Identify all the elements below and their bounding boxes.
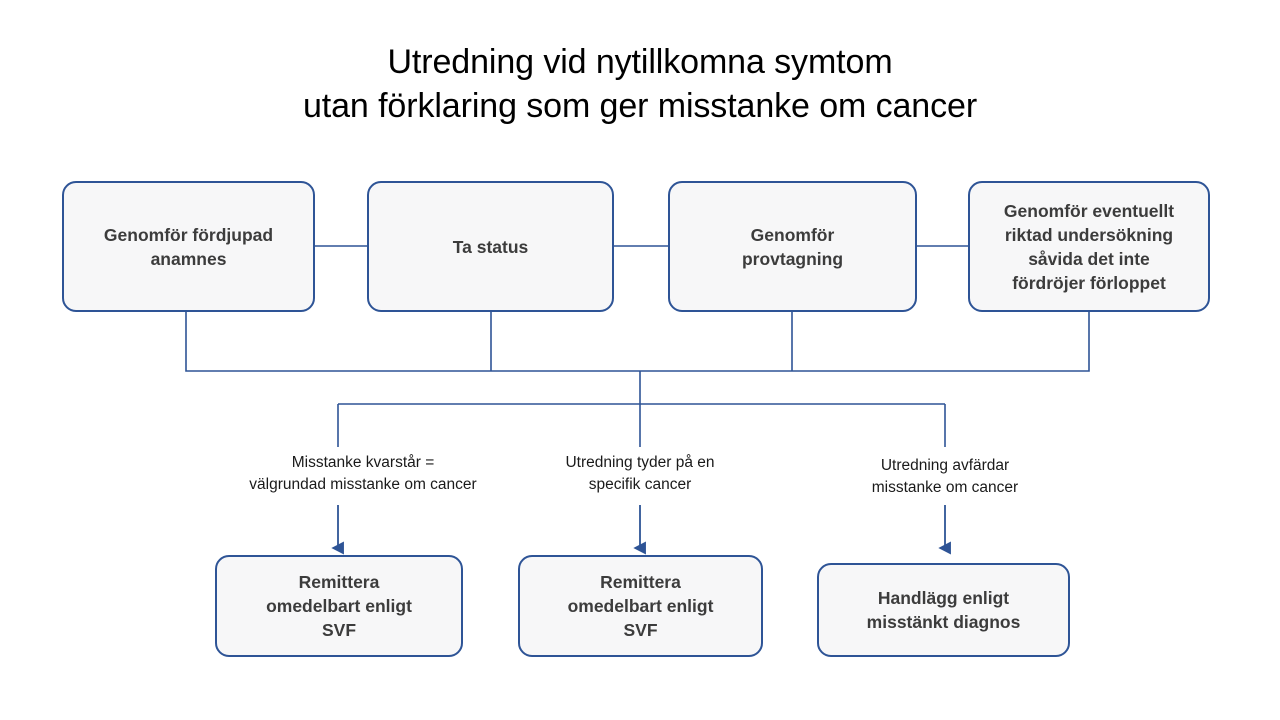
node-genomfor-riktad-undersokning[interactable]: Genomför eventuellt riktad undersökning …	[968, 181, 1210, 312]
node-ta-status[interactable]: Ta status	[367, 181, 614, 312]
node-handlagg-misstankt-diagnos[interactable]: Handlägg enligt misstänkt diagnos	[817, 563, 1070, 657]
node-remittera-omedelbart-svf-1[interactable]: Remittera omedelbart enligt SVF	[215, 555, 463, 657]
branch-label-specifik-cancer: Utredning tyder på en specifik cancer	[534, 452, 746, 496]
branch-label-misstanke-kvarstar: Misstanke kvarstår = välgrundad misstank…	[233, 452, 493, 496]
bus-top-collector	[185, 312, 1090, 372]
node-genomfor-fordjupad-anamnes[interactable]: Genomför fördjupad anamnes	[62, 181, 315, 312]
node-genomfor-provtagning[interactable]: Genomför provtagning	[668, 181, 917, 312]
page-title: Utredning vid nytillkomna symtom utan fö…	[302, 43, 978, 125]
node-remittera-omedelbart-svf-2[interactable]: Remittera omedelbart enligt SVF	[518, 555, 763, 657]
branch-label-utredning-avfardar: Utredning avfärdar misstanke om cancer	[840, 455, 1050, 499]
